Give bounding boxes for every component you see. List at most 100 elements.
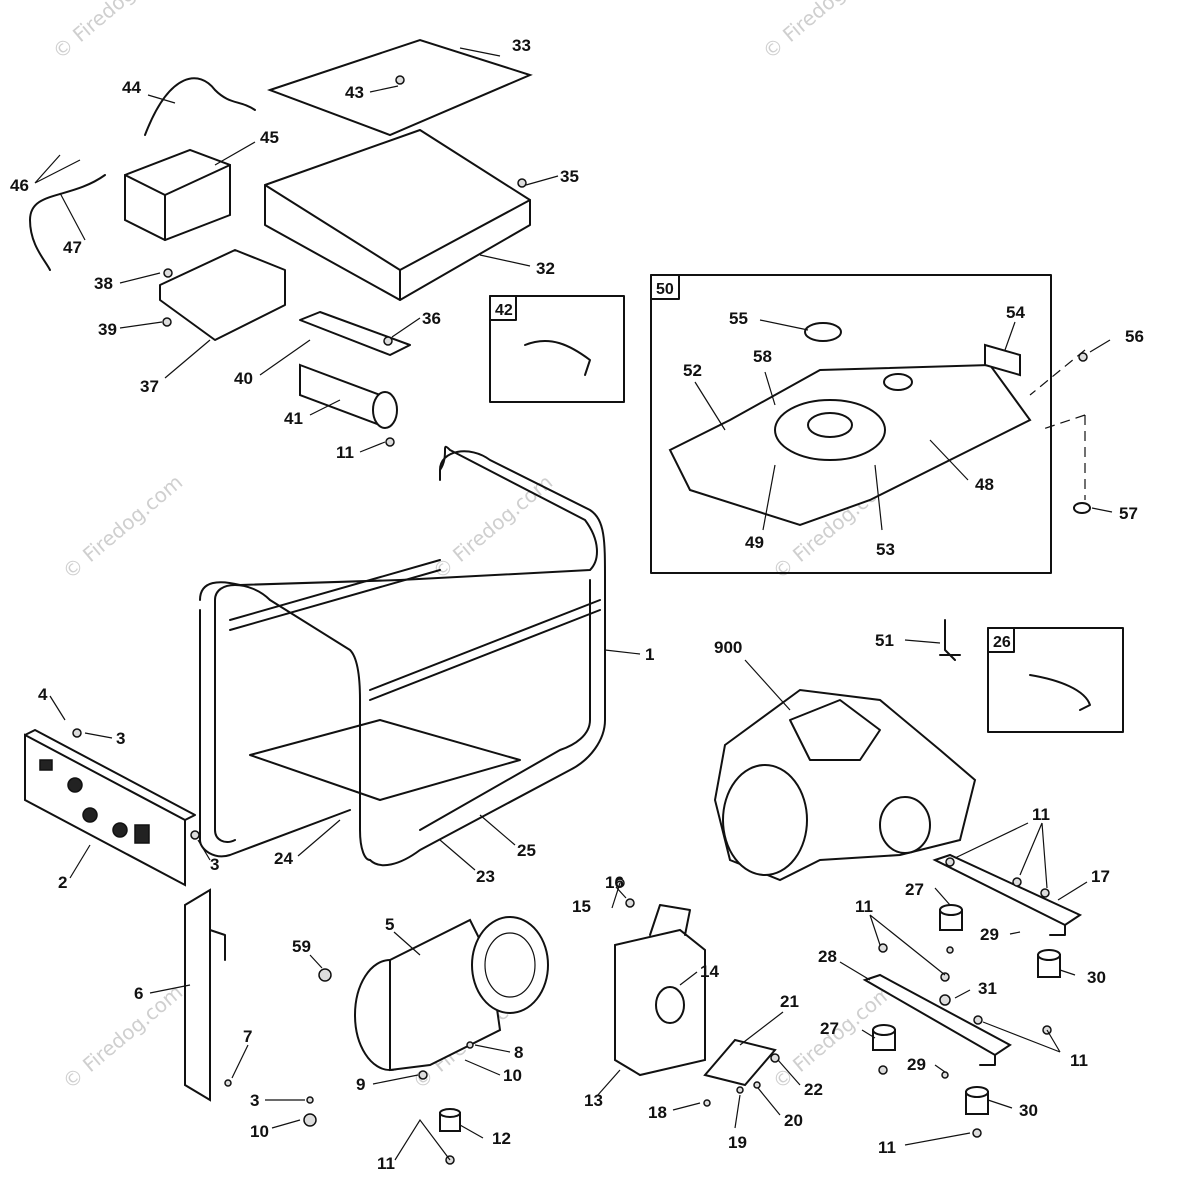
callout-58: 58 [753,347,772,366]
callout-3: 3 [250,1091,259,1110]
callout-27: 27 [905,880,924,899]
battery-45 [124,148,231,242]
callout-35: 35 [560,167,579,186]
box-26-tag [987,627,1015,653]
control-panel-2-edge [24,729,196,821]
callout-57: 57 [1119,504,1138,523]
alternator-5-fan-inner [484,932,536,998]
callout-47: 47 [63,238,82,257]
callout-2: 2 [58,873,67,892]
callout-5: 5 [385,915,394,934]
callout-53: 53 [876,540,895,559]
rail-28 [862,973,1012,1057]
callout-3: 3 [116,729,125,748]
callout-36: 36 [422,309,441,328]
callout-29: 29 [980,925,999,944]
frame-1 [199,445,606,867]
mount-27a [939,904,963,931]
callout-30: 30 [1019,1101,1038,1120]
control-panel-2 [24,733,186,887]
callout-14: 14 [700,962,719,981]
callout-30: 30 [1087,968,1106,987]
rail-17 [932,853,1083,927]
engine-900-pulley [879,796,931,854]
watermark-text: © Firedog.com [48,0,177,64]
hose-42 [524,340,591,376]
rail-17-lip [1049,924,1066,936]
alternator-5-fan [471,916,549,1014]
callout-32: 32 [536,259,555,278]
callout-6: 6 [134,984,143,1003]
callout-900: 900 [714,638,742,657]
callout-55: 55 [729,309,748,328]
engine-900-housing [722,764,808,876]
tray-32-side [264,184,401,301]
callout-8: 8 [514,1043,523,1062]
callout-49: 49 [745,533,764,552]
bracket-6-flange [209,929,226,961]
dash-57 [1039,414,1086,500]
callout-20: 20 [784,1111,803,1130]
fuel-valve-51 [939,619,961,661]
callout-28: 28 [818,947,837,966]
bracket-21 [703,1038,777,1087]
box-42-tag [489,295,517,321]
callout-11: 11 [1070,1051,1088,1070]
callout-22: 22 [804,1080,823,1099]
callout-21: 21 [780,992,799,1011]
mount-30b [965,1086,989,1115]
callout-29: 29 [907,1055,926,1074]
callout-39: 39 [98,320,117,339]
capacitor-41-end [372,391,398,429]
mount-12 [439,1108,461,1132]
rail-28-lip [979,1054,996,1066]
callout-19: 19 [728,1133,747,1152]
callout-23: 23 [476,867,495,886]
callout-46: 46 [10,176,29,195]
box-26 [987,627,1124,733]
callout-27: 27 [820,1019,839,1038]
tank-gauge [883,373,913,391]
callout-43: 43 [345,83,364,102]
watermark-text: © Firedog.com [58,470,187,584]
label-54 [984,343,1021,377]
cable-47 [29,174,106,271]
callout-10: 10 [503,1066,522,1085]
bracket-6 [184,888,211,1102]
callout-25: 25 [517,841,536,860]
capacitor-41 [299,363,381,427]
mount-27b [872,1024,896,1051]
watermark-text: © Firedog.com [428,470,557,584]
grommet-57 [1073,502,1091,514]
box-50-tag [650,274,680,300]
callout-33: 33 [512,36,531,55]
callout-52: 52 [683,361,702,380]
mount-30a [1037,949,1061,978]
callout-15: 15 [572,897,591,916]
callout-9: 9 [356,1075,365,1094]
callout-44: 44 [122,78,141,97]
box-50-label: 50 [656,281,674,298]
strap-40 [299,311,411,356]
callout-11: 11 [336,443,354,462]
callout-16: 16 [605,873,624,892]
panel-outlet [82,807,98,823]
callout-41: 41 [284,409,303,428]
callout-40: 40 [234,369,253,388]
bracket-37 [159,249,286,341]
fuel-cap-55 [804,322,842,342]
callout-11: 11 [855,897,873,916]
callout-37: 37 [140,377,159,396]
callout-3: 3 [210,855,219,874]
callout-48: 48 [975,475,994,494]
muffler-outlet [655,986,685,1024]
watermark-text: © Firedog.com [58,980,187,1094]
muffler-flange [649,904,691,936]
engine-900-top [789,699,881,761]
callout-11: 11 [878,1138,896,1157]
callout-56: 56 [1125,327,1144,346]
callout-51: 51 [875,631,894,650]
box-42 [489,295,625,403]
